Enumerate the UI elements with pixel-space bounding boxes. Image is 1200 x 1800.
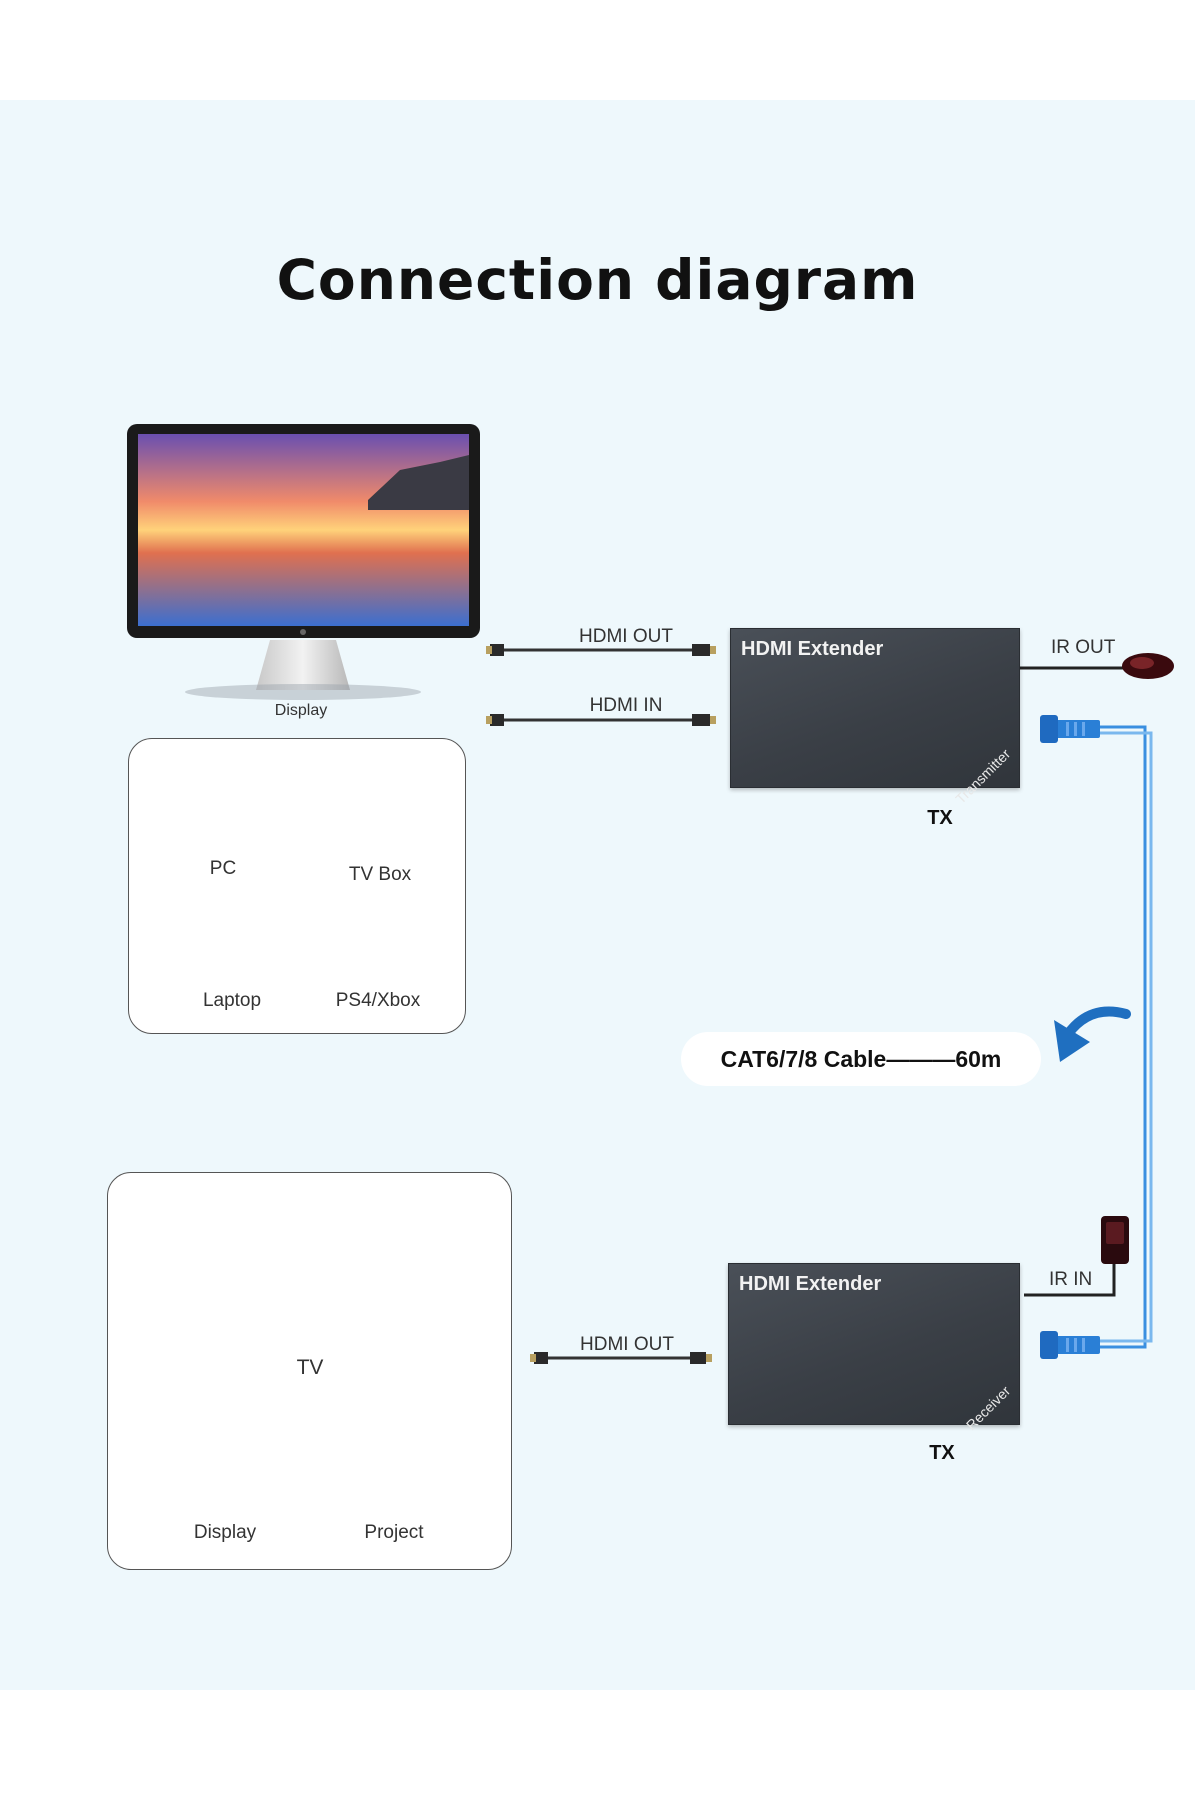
tx-hdmi-out-label: HDMI OUT xyxy=(579,626,673,647)
cat-cable xyxy=(1098,725,1153,1349)
output-label-tv: TV xyxy=(296,1356,324,1379)
receiver-device: HDMI Extender Receiver xyxy=(728,1263,1020,1433)
ir-in-cable xyxy=(1024,1216,1129,1297)
ir-out-label: IR OUT xyxy=(1051,637,1116,658)
rj45-connector-rx xyxy=(1040,1331,1100,1359)
source-device-label-ps4-xbox: PS4/Xbox xyxy=(335,990,421,1011)
transmitter-device: HDMI Extender Transmitter xyxy=(730,628,1020,807)
output-devices-box xyxy=(107,1172,512,1570)
ir-out-cable xyxy=(1018,653,1174,679)
ir-in-label: IR IN xyxy=(1049,1269,1093,1290)
display-label: Display xyxy=(274,702,328,719)
curved-arrow-icon xyxy=(1054,1006,1131,1062)
hdmi-in-cable-tx xyxy=(486,714,716,726)
tx-hdmi-in-label: HDMI IN xyxy=(589,695,663,716)
source-device-label-laptop: Laptop xyxy=(202,990,262,1011)
source-devices-box xyxy=(128,738,466,1034)
source-device-label-pc: PC xyxy=(209,858,237,879)
receiver-name: HDMI Extender xyxy=(739,1273,882,1295)
hdmi-out-cable-tx xyxy=(486,644,716,656)
transmitter-tag: TX xyxy=(927,807,953,829)
diagram-title: Connection diagram xyxy=(276,248,919,312)
output-label-display: Display xyxy=(193,1522,257,1543)
cable-length-label: CAT6/7/8 Cable———60m xyxy=(681,1032,1041,1086)
rj45-connector-tx xyxy=(1040,715,1100,743)
output-label-project: Project xyxy=(364,1522,424,1543)
display-monitor-icon xyxy=(127,424,480,700)
receiver-tag: TX xyxy=(929,1442,955,1464)
transmitter-name: HDMI Extender xyxy=(741,638,884,660)
hdmi-out-cable-rx xyxy=(530,1352,712,1364)
source-device-label-tv-box: TV Box xyxy=(348,864,412,885)
rx-hdmi-out-label: HDMI OUT xyxy=(580,1334,674,1355)
